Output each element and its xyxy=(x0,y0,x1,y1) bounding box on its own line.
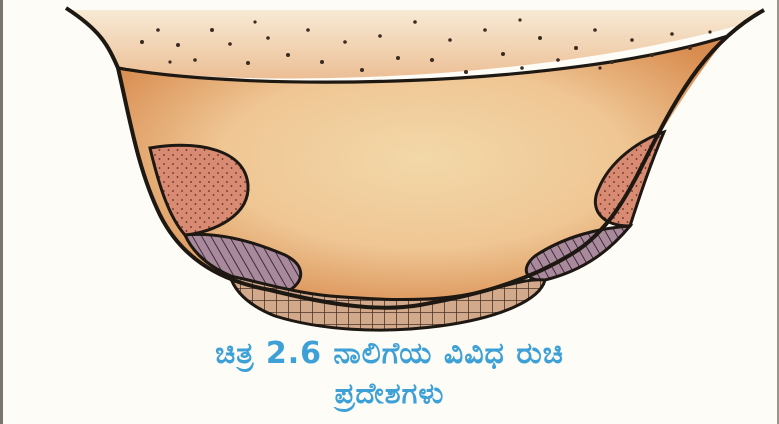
figure-caption-line-1: ಚಿತ್ರ 2.6 ನಾಲಿಗೆಯ ವಿವಿಧ ರುಚಿ xyxy=(0,336,779,371)
figure-caption-line-2: ಪ್ರದೇಶಗಳು xyxy=(0,376,779,411)
